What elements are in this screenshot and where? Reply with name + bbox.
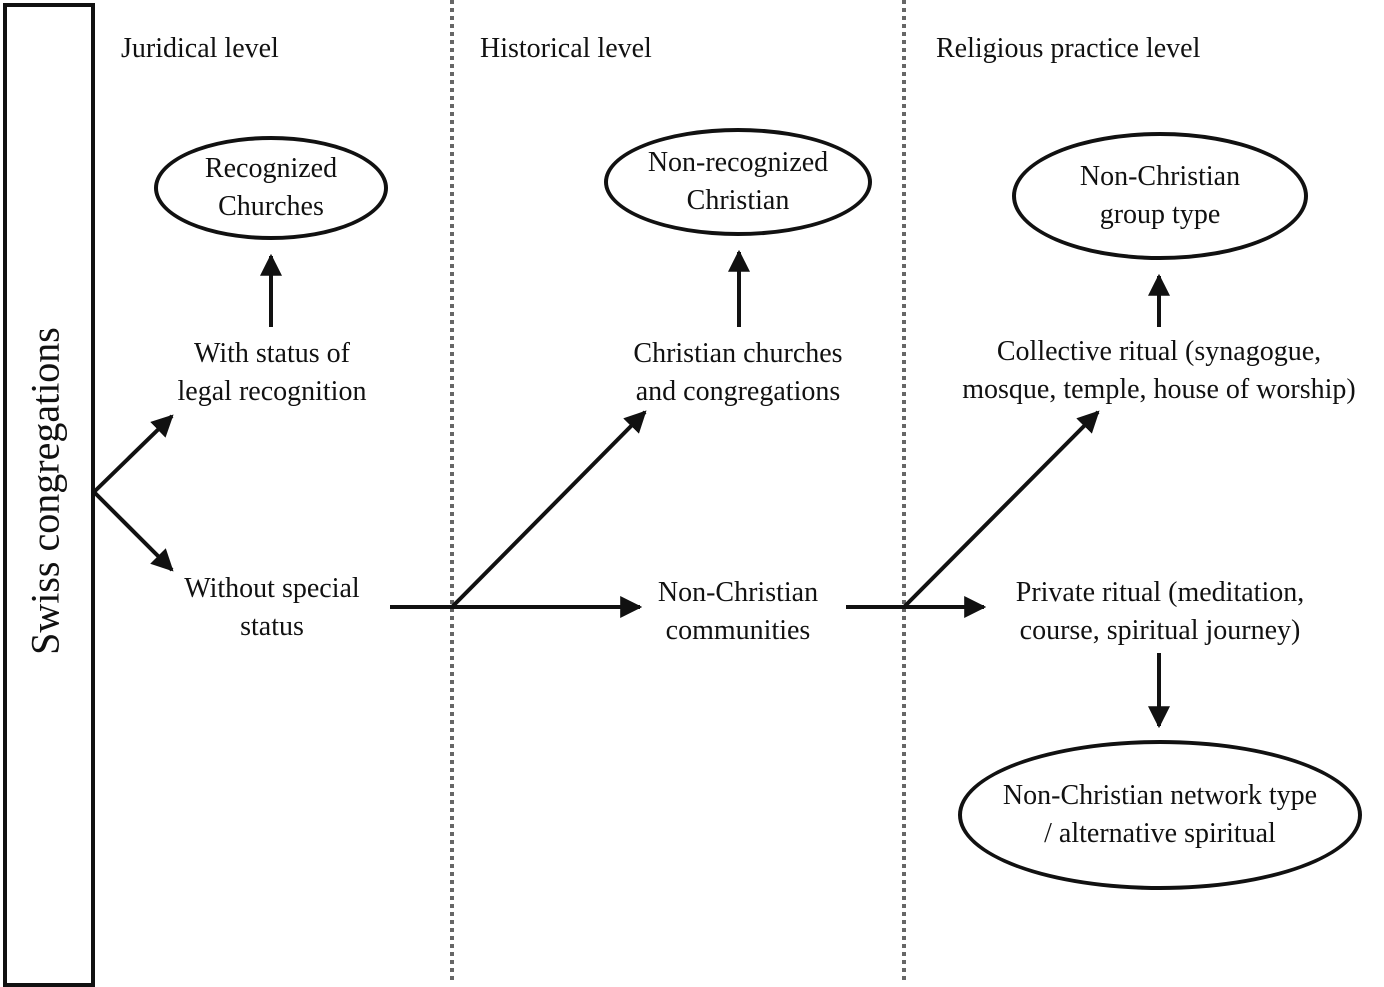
header-religious: Religious practice level	[936, 33, 1201, 64]
node-collective-ritual: Collective ritual (synagogue, mosque, te…	[962, 336, 1356, 405]
node-private-ritual: Private ritual (meditation, course, spir…	[1015, 577, 1305, 646]
side-label: Swiss congregations	[22, 327, 68, 655]
oval-non-christian-network-type: Non-Christian network type / alternative…	[958, 740, 1362, 890]
header-historical: Historical level	[480, 33, 652, 64]
oval-recognized-churches: Recognized Churches	[154, 136, 388, 240]
arrow-to-christian-churches	[450, 410, 647, 609]
arrow-to-collective	[902, 410, 1100, 609]
arrow-to-with-status	[92, 414, 174, 494]
node-non-christian-communities: Non-Christian communities	[657, 577, 819, 646]
node-christian-churches: Christian churches and congregations	[633, 338, 843, 407]
node-with-status: With status of legal recognition	[177, 338, 367, 407]
arrow-to-without-status	[92, 490, 174, 572]
oval-non-christian-group-type: Non-Christian group type	[1012, 132, 1308, 260]
node-without-status: Without special status	[184, 573, 360, 642]
oval-non-recognized-christian: Non-recognized Christian	[604, 128, 872, 236]
header-juridical: Juridical level	[121, 33, 279, 64]
